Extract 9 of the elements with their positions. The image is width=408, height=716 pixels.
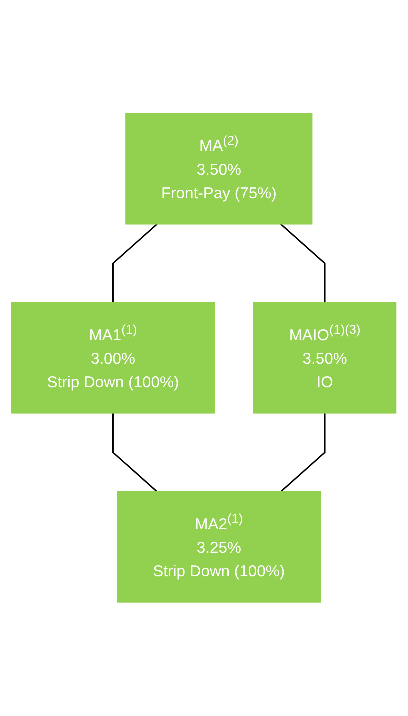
connector [280, 224, 326, 303]
connector [112, 224, 158, 303]
node-box [11, 302, 216, 414]
diagram: MA$^{(2)}$ 3.50% Front-Pay (75%) MA1$^{(1)}$ 3.00% Strip Down (100%) MAIO$^{(1)(3)}$ 3.50% IO MA2$^{(1)}$ 3.25% Strip Down (100%) [4, 106, 404, 610]
node-box [117, 491, 321, 603]
connector [280, 413, 326, 492]
node-box [126, 113, 313, 225]
node-box [253, 302, 397, 414]
connector [112, 413, 158, 492]
